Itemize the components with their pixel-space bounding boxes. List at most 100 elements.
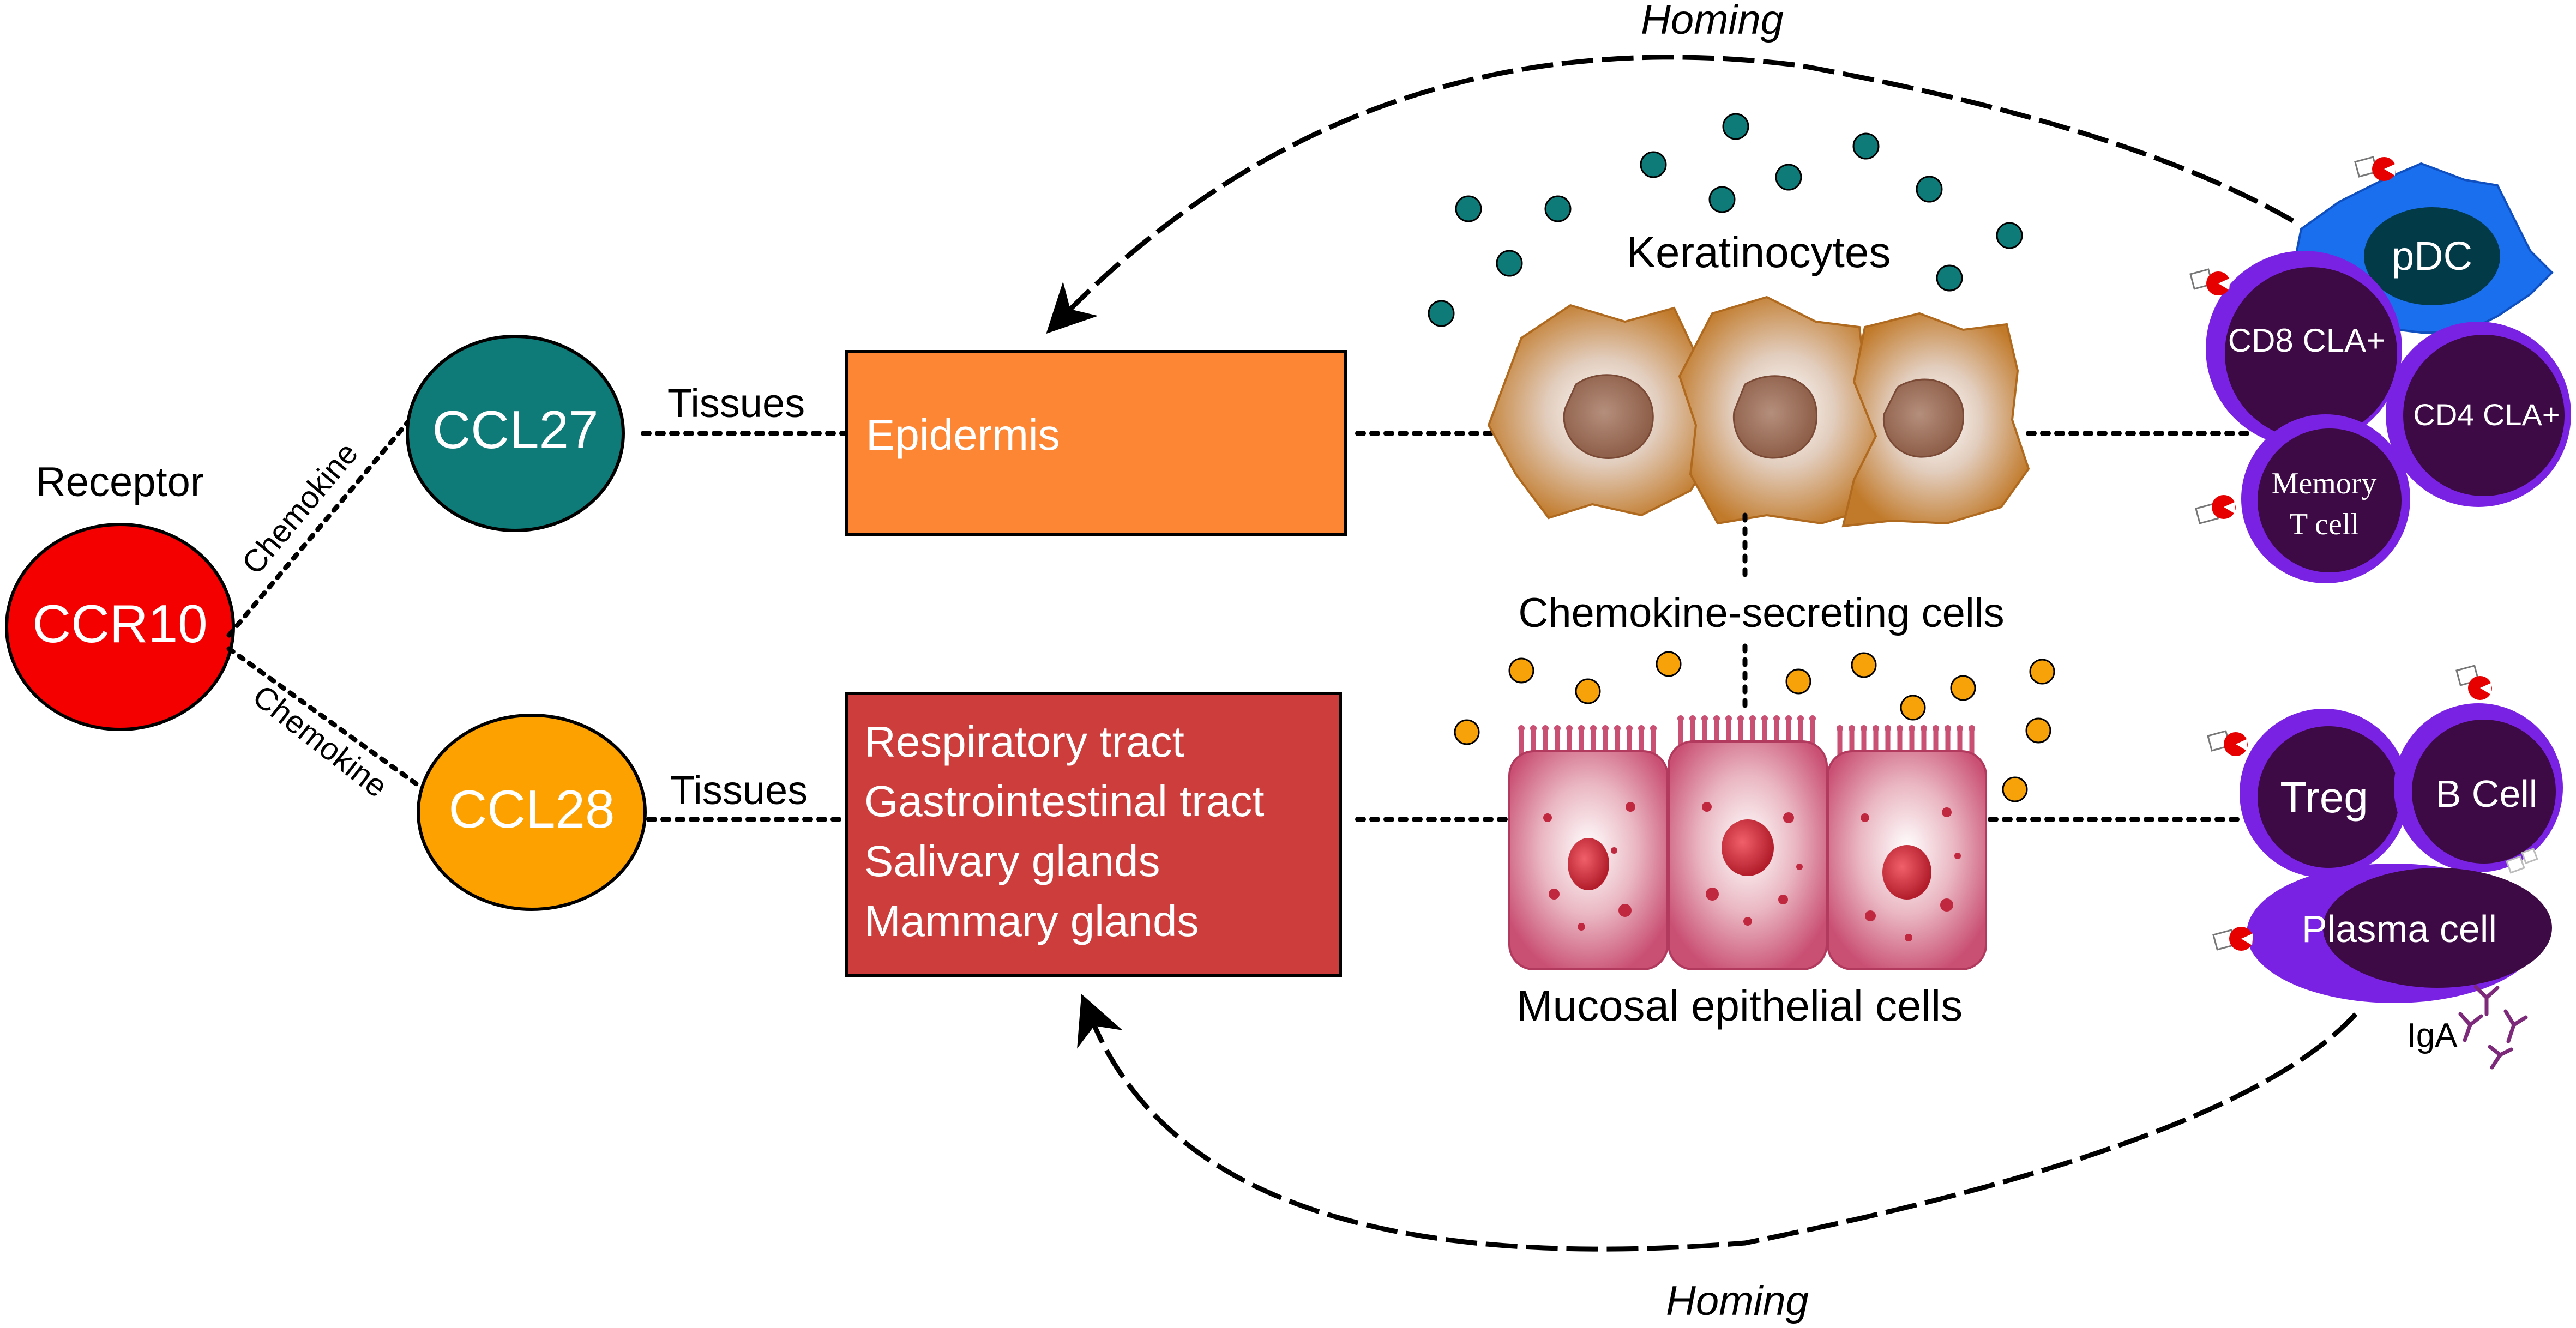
ccl27-particles xyxy=(1428,113,2023,327)
ccl28-particles xyxy=(1454,651,2055,802)
receptor-icon xyxy=(2455,665,2492,700)
cd8-label: CD8 CLA+ xyxy=(2228,322,2385,359)
pdc-label: pDC xyxy=(2392,233,2472,279)
mucosal-tissues-box xyxy=(845,692,1342,977)
microvillus-tip xyxy=(1590,725,1597,732)
ccl27-label: CCL27 xyxy=(432,400,598,460)
ccl28-particle xyxy=(2025,717,2051,744)
homing-arrow-top xyxy=(1046,55,2295,334)
iga-antibody-icons xyxy=(2458,985,2528,1070)
cd8-cell xyxy=(2225,267,2397,439)
ccl27-particle xyxy=(1775,164,1802,191)
memory-label-line1: Memory xyxy=(2272,467,2377,500)
microvillus-tip xyxy=(1749,715,1756,722)
cd4-cell xyxy=(2403,335,2565,496)
keratinocyte-nucleus xyxy=(1563,374,1654,459)
mucosal-epithelial-cells xyxy=(1508,715,1987,970)
treg-label: Treg xyxy=(2280,773,2368,822)
ccl28-node xyxy=(417,714,647,911)
ccl28-particle xyxy=(2029,659,2055,685)
homing-label-bottom: Homing xyxy=(1666,1278,1809,1324)
microvillus-tip xyxy=(1554,725,1561,732)
ccl28-particle xyxy=(1454,719,1480,745)
microvillus-tip xyxy=(1773,715,1780,722)
keratinocytes-label: Keratinocytes xyxy=(1627,228,1891,276)
ccl28-label: CCL28 xyxy=(448,779,615,839)
epithelial-nucleus xyxy=(1882,845,1931,900)
microvillus-tip xyxy=(1861,725,1867,732)
tissues-label-top: Tissues xyxy=(667,381,805,426)
microvillus-tip xyxy=(1909,725,1915,732)
microvillus-tip xyxy=(1701,715,1708,722)
tissue-gastrointestinal: Gastrointestinal tract xyxy=(864,777,1265,825)
mucosal-epithelial-label: Mucosal epithelial cells xyxy=(1516,981,1963,1030)
ccl28-particle xyxy=(2002,776,2028,802)
ccr10-node xyxy=(5,523,235,731)
microvillus-tip xyxy=(1809,715,1816,722)
tissues-label-bottom: Tissues xyxy=(670,768,808,813)
ccr10-label: CCR10 xyxy=(32,594,207,654)
microvillus-tip xyxy=(1885,725,1891,732)
receptor-icon xyxy=(2207,730,2248,756)
microvillus-tip xyxy=(1626,725,1633,732)
microvillus-tip xyxy=(1578,725,1585,732)
memory-t-cell xyxy=(2258,428,2402,572)
microvillus-tip xyxy=(1542,725,1549,732)
microvillus-tip xyxy=(1849,725,1855,732)
epidermis-label: Epidermis xyxy=(866,411,1060,459)
ccl27-particle xyxy=(1455,195,1482,222)
ccl28-particle xyxy=(1508,657,1534,684)
epithelial-nucleus xyxy=(1568,838,1609,890)
receptor-icon xyxy=(2354,156,2396,181)
microvillus-tip xyxy=(1957,725,1963,732)
tissue-mammary: Mammary glands xyxy=(864,897,1199,945)
microvillus-tip xyxy=(1933,725,1939,732)
microvillus-tip xyxy=(1638,725,1645,732)
ccl28-particle xyxy=(1851,652,1877,678)
homing-arrow-bottom xyxy=(1077,994,2358,1252)
ccl27-particle xyxy=(1722,113,1749,140)
microvillus-tip xyxy=(1650,725,1657,732)
ccl28-particle xyxy=(1656,651,1682,677)
receptor-icon xyxy=(2195,495,2236,524)
ccl28-particle xyxy=(1785,668,1811,695)
ccl27-particle xyxy=(1496,250,1523,277)
microvillus-tip xyxy=(1897,725,1903,732)
epithelial-nucleus xyxy=(1722,819,1774,876)
ccl27-particle xyxy=(1936,264,1963,292)
microvillus-tip xyxy=(1921,725,1927,732)
ccr10-ccl28-link xyxy=(226,646,428,793)
microvillus-tip xyxy=(1945,725,1951,732)
microvillus-tip xyxy=(1602,725,1609,732)
microvillus-tip xyxy=(1614,725,1621,732)
plasma-label: Plasma cell xyxy=(2302,908,2497,950)
pdc-nucleus xyxy=(2364,207,2500,305)
ccl27-node xyxy=(406,335,625,532)
ccl27-particle xyxy=(1428,300,1455,327)
ccl27-particle xyxy=(1708,186,1736,213)
iga-label: IgA xyxy=(2406,1017,2458,1054)
microvillus-tip xyxy=(1837,725,1843,732)
skin-immune-cluster: pDC CD4 CLA+ CD8 CLA+ Memory T cell xyxy=(2189,156,2571,583)
cd4-label: CD4 CLA+ xyxy=(2413,397,2560,432)
ccl27-particle xyxy=(1640,151,1667,178)
bcell-label: B Cell xyxy=(2436,772,2538,815)
microvillus-tip xyxy=(1797,715,1804,722)
keratinocyte-nucleus xyxy=(1732,375,1817,459)
ccl27-particle xyxy=(1996,222,2023,249)
microvillus-tip xyxy=(1530,725,1537,732)
treg-cell xyxy=(2258,726,2399,868)
tissue-respiratory: Respiratory tract xyxy=(864,717,1184,766)
receptor-icon xyxy=(2189,268,2230,295)
memory-label-line2: T cell xyxy=(2289,508,2359,541)
ccl28-particle xyxy=(1950,675,1976,701)
receptor-icon-faded xyxy=(2506,847,2538,874)
microvillus-tip xyxy=(1725,715,1732,722)
ccl27-particle xyxy=(1544,195,1572,222)
microvillus-tip xyxy=(1737,715,1744,722)
microvillus-tip xyxy=(1518,725,1525,732)
chemokine-label-top: Chemokine xyxy=(235,436,365,581)
homing-label-top: Homing xyxy=(1641,0,1784,43)
ccl28-particle xyxy=(1575,678,1601,704)
